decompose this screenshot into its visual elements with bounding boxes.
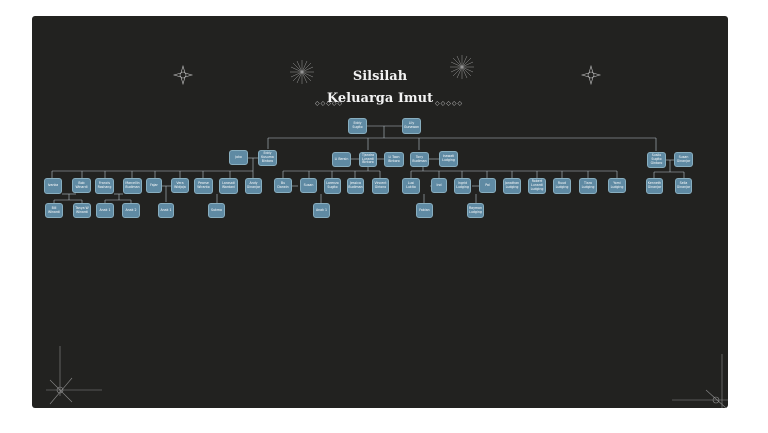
person-node[interactable]: Bob Winardi [72,178,91,193]
corner-ornament-icon [46,346,102,405]
sunburst-icon [290,60,314,84]
person-node[interactable]: Lily Gunawan [402,118,421,134]
person-node[interactable]: Joko [229,150,248,165]
person-node[interactable]: Susan [300,178,317,193]
person-node[interactable]: Larasati Wardani [219,178,238,194]
sunburst-icon [450,55,474,79]
person-node[interactable]: Ruud Ludging [553,178,571,194]
person-node[interactable]: Marcellin Budiman [123,178,142,194]
person-node[interactable]: Kenneth Ginanjar [646,178,663,194]
ornaments [46,55,728,408]
person-node[interactable]: Li Bersin [332,152,351,167]
person-node[interactable]: Susan Ginanjar [674,152,693,167]
person-node[interactable]: Vera Widjaja [171,178,189,193]
right-dots: ◇◇◇◇◇ [435,100,464,107]
person-node[interactable]: Vincent Giriono [372,178,389,194]
person-node[interactable]: Raymon Ludging [467,203,484,218]
person-node[interactable]: Anak 1 [96,203,114,218]
person-node[interactable]: Inawati Ludging [439,151,458,167]
title-line-2: Keluarga Imut [326,91,434,106]
person-node[interactable]: Francis Roshang [95,178,114,194]
person-node[interactable]: Lusi Lukito [402,178,420,194]
person-node[interactable]: Tiara Ludging [579,178,597,194]
person-node[interactable]: Robert Lunardi Ludging [528,178,546,194]
person-node[interactable]: Anak 2 [122,203,140,218]
person-node[interactable]: Tjandra Lunardi Bintoro [359,152,377,167]
compass-star-icon [172,64,194,86]
person-node[interactable]: Sukmo [208,203,225,218]
person-node[interactable]: Fajar [146,178,162,193]
person-node[interactable]: Tanya W Winardi [73,203,91,218]
person-node[interactable]: Bu Darwin [274,178,292,193]
person-node[interactable]: Anak 1 [313,203,330,218]
person-node[interactable]: Ind [431,178,447,193]
person-node[interactable]: Sella Ginanjar [675,178,692,194]
diagram-title: Silsilah Keluarga Imut [32,66,728,110]
person-node[interactable]: Ivanka [44,178,62,194]
person-node[interactable]: Anak 1 [158,203,174,218]
title-line-1: Silsilah [352,69,408,84]
compass-star-icon [580,64,602,86]
person-node[interactable]: Jessica Budiman [347,178,364,194]
person-node[interactable]: Andy Ginanjar [245,178,262,194]
person-node[interactable]: Li Toon Bintoro [384,152,404,167]
person-node[interactable]: Bill Winardi [45,203,63,218]
connector-lines [51,125,685,203]
person-node[interactable]: Eddy Sugito [348,118,367,134]
person-node[interactable]: Ingrid Ludging [454,178,471,194]
person-node[interactable]: Fabian [416,203,433,218]
canvas-board: Silsilah Keluarga Imut ◇◇◇◇◇ ◇◇◇◇◇ [32,16,728,408]
corner-ornament-icon [672,354,728,408]
person-node[interactable]: Eddy Kusuma Bintoro [258,150,277,166]
person-node[interactable]: Tony Budiman [410,152,429,167]
person-node[interactable]: Jonathan Ludging [503,178,521,194]
person-node[interactable]: Pal [479,178,496,193]
left-dots: ◇◇◇◇◇ [315,100,344,107]
person-node[interactable]: Pearse Wiranto [194,178,213,194]
person-node[interactable]: Yomi Ludging [608,178,626,193]
person-node[interactable]: Lorenzo Sugito [324,178,341,194]
person-node[interactable]: Susilo Sugito Gintoro [647,152,666,168]
